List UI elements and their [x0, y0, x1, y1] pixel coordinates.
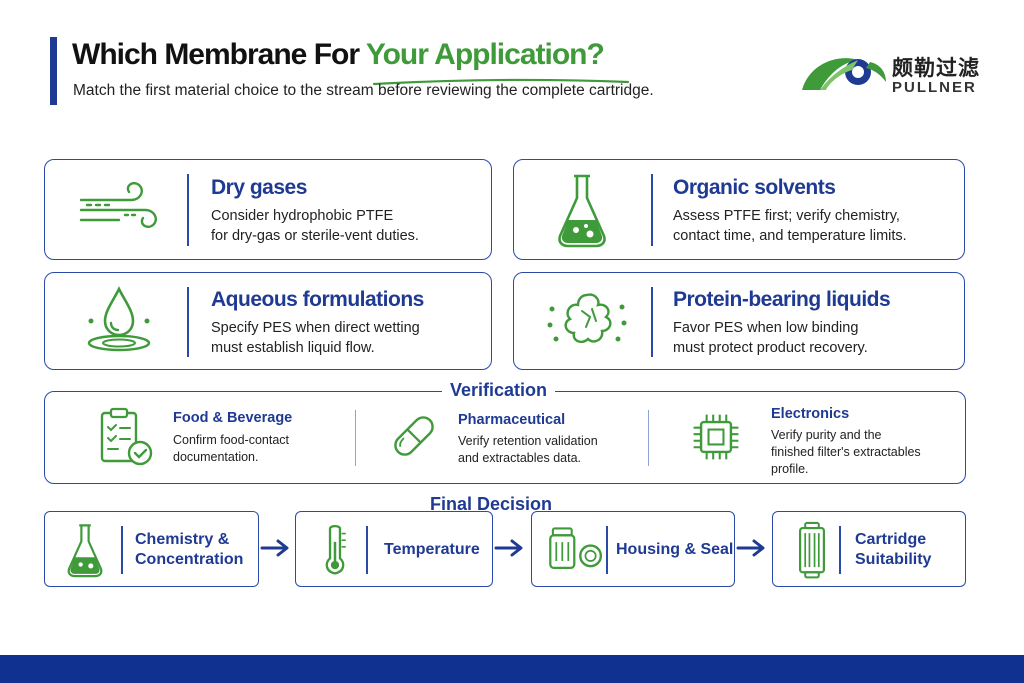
card-title: Protein-bearing liquids — [673, 288, 891, 311]
final-step-temperature: Temperature — [295, 511, 493, 587]
verification-text-line: Verify retention validation — [458, 434, 598, 448]
verification-item-title: Food & Beverage — [173, 410, 293, 426]
card-divider — [651, 174, 653, 246]
card-text-line: must protect product recovery. — [673, 340, 868, 356]
verification-item-text: Confirm food-contact documentation. — [173, 432, 289, 466]
verification-text-line: Confirm food-contact — [173, 433, 290, 447]
chip-icon — [693, 414, 739, 460]
card-text: Specify PES when direct wetting must est… — [211, 318, 420, 358]
card-title: Organic solvents — [673, 176, 836, 199]
wind-icon — [79, 181, 157, 229]
card-aqueous-formulations: Aqueous formulations Specify PES when di… — [44, 272, 492, 370]
card-text-line: Consider hydrophobic PTFE — [211, 208, 394, 224]
page-subtitle: Match the first material choice to the s… — [73, 82, 654, 99]
logo-english-text: PULLNER — [892, 79, 977, 96]
verification-item-title: Electronics — [771, 406, 850, 422]
card-text: Favor PES when low binding must protect … — [673, 318, 868, 358]
card-text-line: for dry-gas or sterile-vent duties. — [211, 228, 419, 244]
flask-icon — [558, 174, 606, 248]
logo-chinese-text: 颇勒过滤 — [892, 56, 980, 80]
final-step-label: Cartridge Suitability — [855, 530, 931, 570]
cartridge-icon — [798, 521, 826, 579]
thermometer-icon — [325, 524, 346, 575]
step-divider — [366, 526, 368, 574]
header-accent-bar — [50, 37, 57, 105]
verification-item-title: Pharmaceutical — [458, 412, 566, 428]
final-step-chemistry: Chemistry & Concentration — [44, 511, 259, 587]
card-organic-solvents: Organic solvents Assess PTFE first; veri… — [513, 159, 965, 260]
card-divider — [651, 287, 653, 357]
final-step-housing-seal: Housing & Seal — [531, 511, 735, 587]
arrow-right-icon — [736, 539, 765, 557]
card-text-line: contact time, and temperature limits. — [673, 228, 907, 244]
verification-text-line: profile. — [771, 462, 809, 476]
card-divider — [187, 287, 189, 357]
card-title: Aqueous formulations — [211, 288, 424, 311]
card-text: Consider hydrophobic PTFE for dry-gas or… — [211, 206, 419, 246]
verification-label: Verification — [442, 380, 556, 401]
verification-text-line: Verify purity and the — [771, 428, 882, 442]
arrow-right-icon — [494, 539, 523, 557]
water-drop-icon — [87, 286, 151, 352]
brand-logo: 颇勒过滤 PULLNER — [800, 50, 980, 100]
final-step-label: Chemistry & Concentration — [135, 530, 243, 570]
card-text-line: must establish liquid flow. — [211, 340, 375, 356]
title-underline — [372, 78, 630, 86]
final-step-cartridge: Cartridge Suitability — [772, 511, 966, 587]
card-divider — [187, 174, 189, 246]
page-title: Which Membrane For Your Application? — [72, 38, 605, 72]
card-text-line: Favor PES when low binding — [673, 320, 859, 336]
title-main: Which Membrane For — [72, 38, 366, 71]
logo-mark-icon — [802, 58, 886, 90]
verification-separator — [355, 410, 356, 466]
final-decision-label: Final Decision — [424, 494, 559, 515]
card-title: Dry gases — [211, 176, 307, 199]
final-step-label: Housing & Seal — [616, 540, 733, 560]
step-divider — [121, 526, 123, 574]
arrow-right-icon — [260, 539, 289, 557]
card-dry-gases: Dry gases Consider hydrophobic PTFE for … — [44, 159, 492, 260]
flask-icon — [67, 524, 103, 578]
card-text-line: Specify PES when direct wetting — [211, 320, 420, 336]
final-step-line: Cartridge — [855, 531, 927, 548]
verification-item-text: Verify retention validation and extracta… — [458, 433, 598, 467]
final-step-line: Housing & Seal — [616, 541, 734, 558]
footer-bar — [0, 655, 1024, 683]
title-accent: Your Application? — [365, 38, 605, 71]
capsule-icon — [394, 416, 434, 456]
verification-separator — [648, 410, 649, 466]
step-divider — [839, 526, 841, 574]
final-step-line: Chemistry & — [135, 531, 230, 548]
housing-seal-icon — [549, 527, 603, 569]
card-text: Assess PTFE first; verify chemistry, con… — [673, 206, 907, 246]
card-protein-bearing-liquids: Protein-bearing liquids Favor PES when l… — [513, 272, 965, 370]
final-step-line: Suitability — [855, 551, 932, 568]
protein-icon — [547, 293, 627, 344]
step-divider — [606, 526, 608, 574]
verification-item-text: Verify purity and the finished filter's … — [771, 427, 921, 478]
verification-text-line: documentation. — [173, 450, 259, 464]
final-step-label: Temperature — [384, 540, 480, 560]
final-step-line: Concentration — [135, 551, 244, 568]
verification-text-line: finished filter's extractables — [771, 445, 921, 459]
final-step-line: Temperature — [384, 541, 480, 558]
card-text-line: Assess PTFE first; verify chemistry, — [673, 208, 900, 224]
clipboard-check-icon — [100, 407, 153, 466]
verification-text-line: and extractables data. — [458, 451, 581, 465]
